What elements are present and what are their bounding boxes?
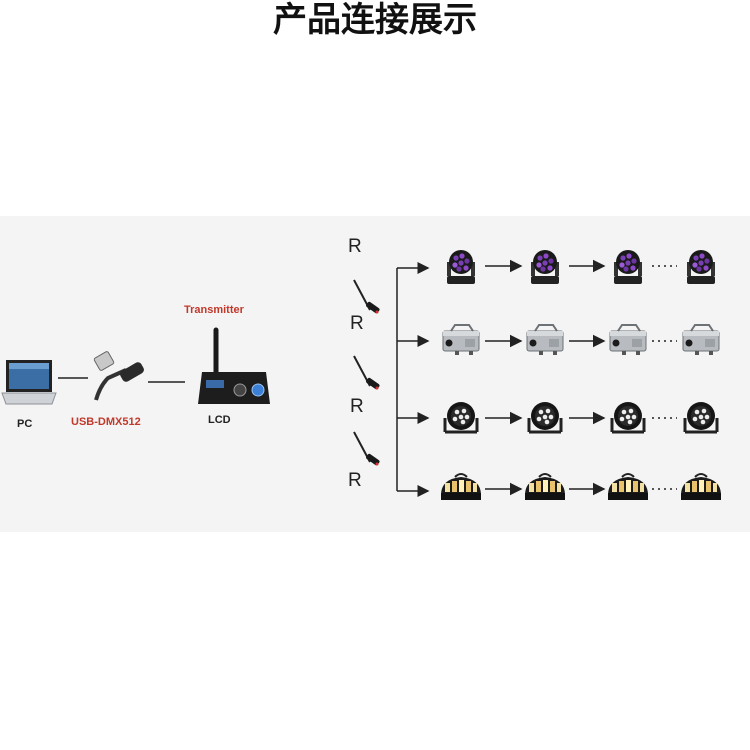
par-light-icon [610, 400, 646, 434]
fog-machine-icon [609, 324, 647, 356]
fixture-row [445, 248, 717, 286]
moving-head-icon [685, 248, 717, 286]
receiver-label: R [348, 236, 362, 257]
par-light-icon [683, 400, 719, 434]
receiver-label: R [348, 470, 362, 491]
fixture-row [442, 324, 720, 356]
fixture-row [440, 473, 722, 501]
derby-light-icon [680, 473, 722, 501]
usb-dmx-label: USB-DMX512 [71, 416, 141, 428]
moving-head-icon [529, 248, 561, 286]
receiver-label: R [350, 396, 364, 417]
par-light-icon [443, 400, 479, 434]
pc-label: PC [17, 418, 33, 430]
bus-branches [397, 262, 430, 497]
fog-machine-icon [682, 324, 720, 356]
fixture-row [443, 400, 719, 434]
derby-light-icon [524, 473, 566, 501]
laptop-icon [1, 360, 57, 405]
page-title: 产品连接展示 [273, 0, 477, 40]
fog-machine-icon [442, 324, 480, 356]
lcd-label: LCD [208, 414, 231, 426]
transmitter-label: Transmitter [184, 304, 244, 316]
fog-machine-icon [526, 324, 564, 356]
moving-head-icon [612, 248, 644, 286]
receiver-label: R [350, 313, 364, 334]
par-light-icon [527, 400, 563, 434]
fixture-rows [440, 248, 722, 501]
moving-head-icon [445, 248, 477, 286]
transmitter-icon [198, 327, 270, 404]
derby-light-icon [607, 473, 649, 501]
usb-dmx-cable-icon [93, 351, 144, 401]
receiver-antenna-icon [353, 355, 382, 392]
receiver-antenna-icon [353, 279, 382, 316]
derby-light-icon [440, 473, 482, 501]
receiver-antenna-icon [353, 431, 382, 468]
